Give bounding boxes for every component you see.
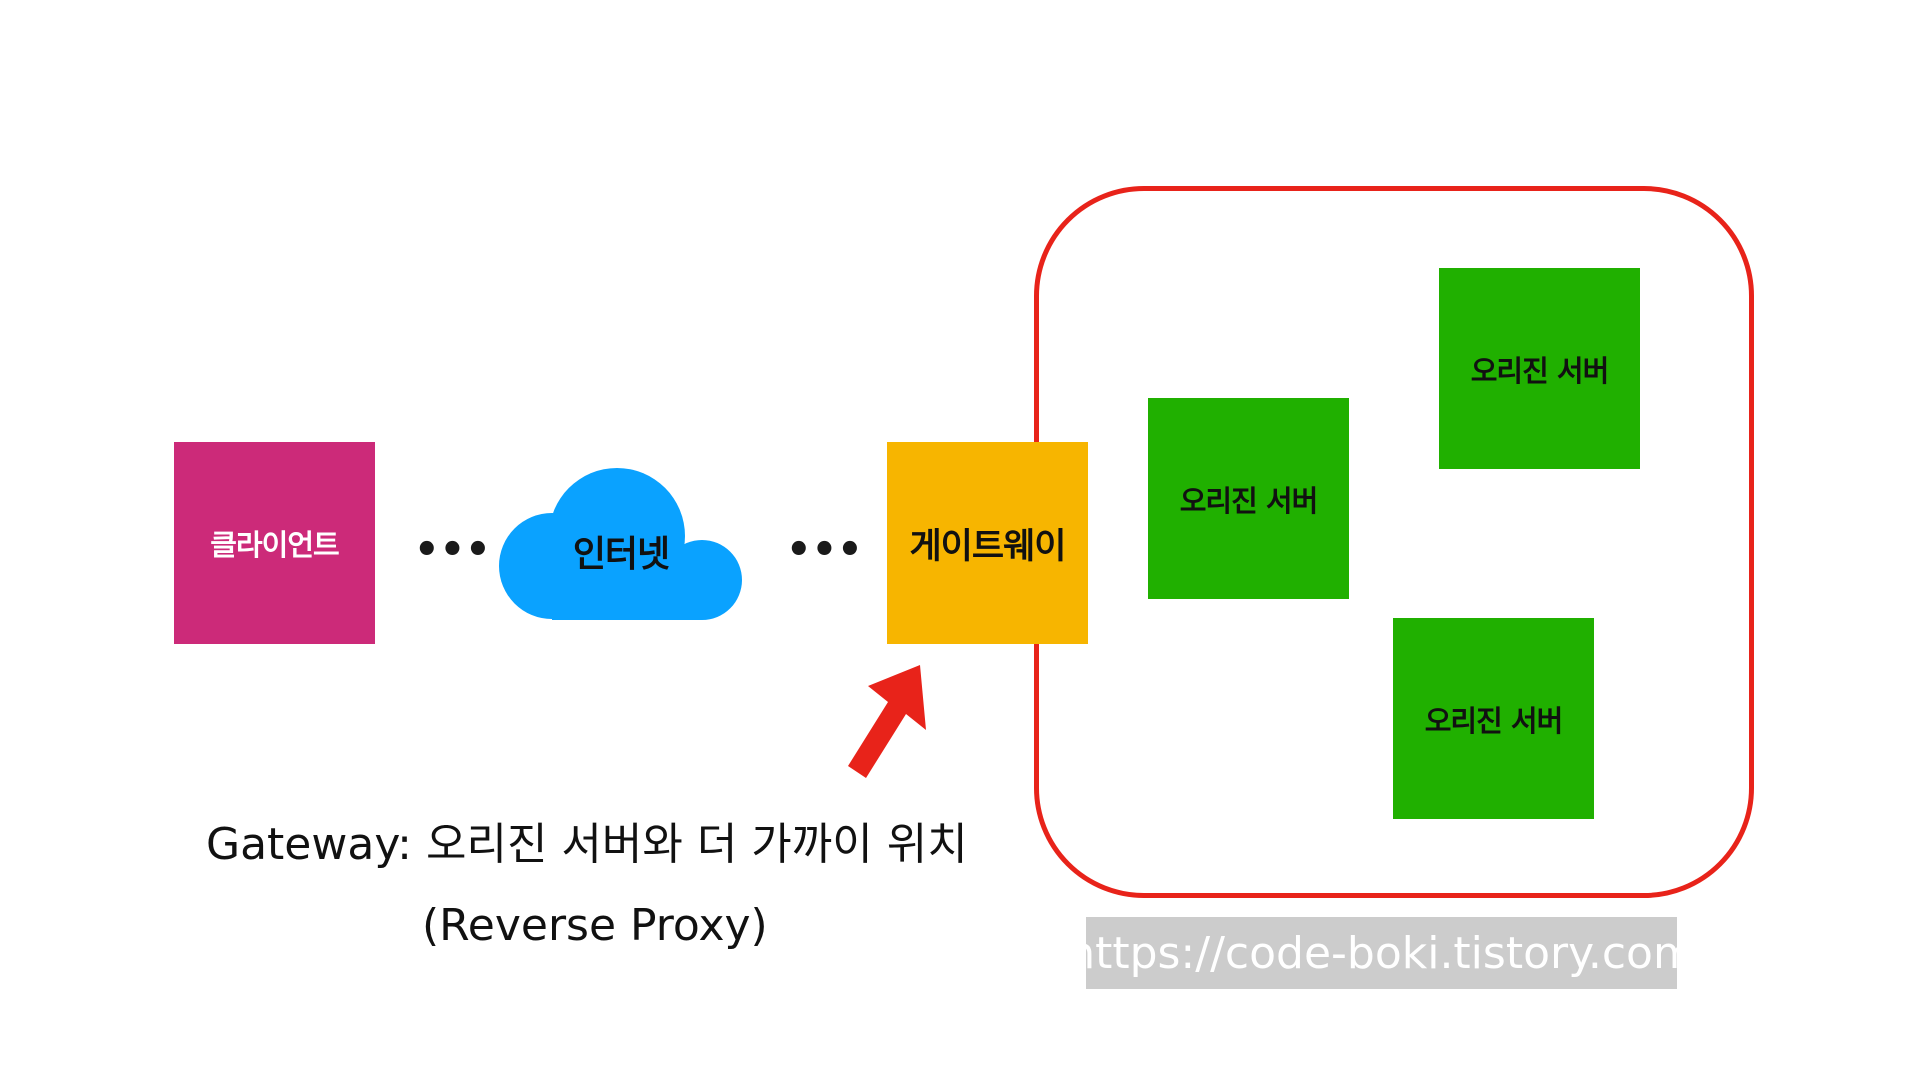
origin-server-node: 오리진 서버 <box>1439 268 1640 469</box>
origin-server-node: 오리진 서버 <box>1393 618 1594 819</box>
origin-server-node: 오리진 서버 <box>1148 398 1349 599</box>
internet-label: 인터넷 <box>572 534 670 575</box>
caption-subtitle: (Reverse Proxy) <box>422 900 768 951</box>
client-node: 클라이언트 <box>174 442 375 644</box>
cloud-icon <box>499 468 742 620</box>
connector-dots-internet-gateway: ••• <box>786 527 863 573</box>
arrow-up-right-icon <box>848 665 926 778</box>
caption-title: Gateway: 오리진 서버와 더 가까이 위치 <box>206 819 968 870</box>
gateway-node: 게이트웨이 <box>887 442 1088 644</box>
connector-dots-client-internet: ••• <box>414 527 491 573</box>
watermark-url: https://code-boki.tistory.com <box>1067 917 1696 989</box>
